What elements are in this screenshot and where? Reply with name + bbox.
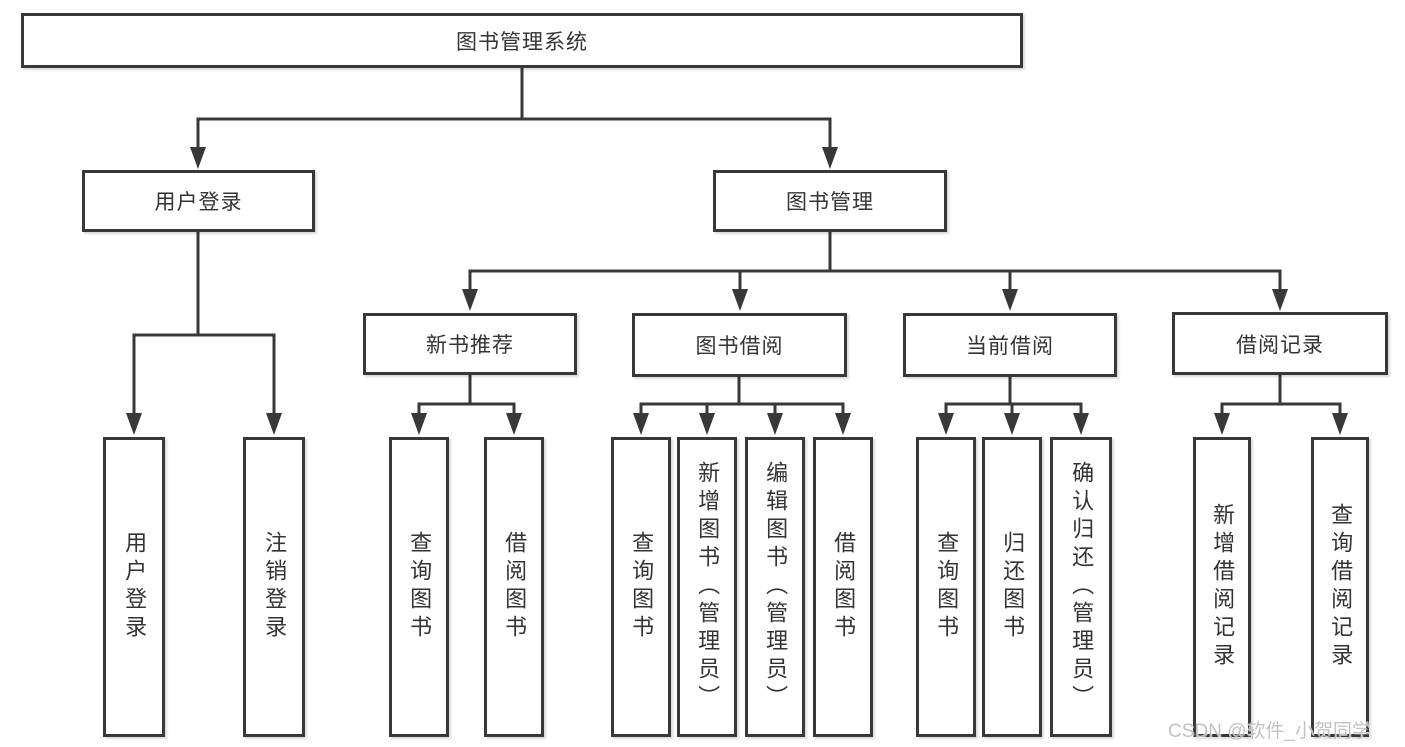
arrowhead (411, 413, 427, 435)
node-leaf-edit-books-admin: 编辑图书（管理员） (745, 437, 805, 737)
arrowhead (462, 289, 478, 311)
node-leaf-add-books-admin: 新增图书（管理员） (677, 437, 737, 737)
leaf-label: 查询图书 (407, 531, 433, 643)
arrowhead (938, 413, 954, 435)
node-current-borrowing: 当前借阅 (903, 313, 1117, 377)
arrowhead (190, 147, 206, 169)
leaf-label: 用户登录 (122, 531, 148, 643)
leaf-label: 注销登录 (262, 531, 288, 643)
node-leaf-confirm-return-admin: 确认归还（管理员） (1050, 437, 1112, 737)
leaf-label: 新增借阅记录 (1210, 503, 1236, 671)
node-borrowing-records: 借阅记录 (1172, 312, 1388, 375)
arrowhead (699, 413, 715, 435)
node-book-borrowing: 图书借阅 (632, 313, 847, 377)
arrowhead (822, 147, 838, 169)
arrowhead (835, 413, 851, 435)
arrowhead (1004, 413, 1020, 435)
leaf-label: 查询借阅记录 (1328, 503, 1354, 671)
node-leaf-return-books: 归还图书 (982, 437, 1042, 737)
node-leaf-query-borrow-record: 查询借阅记录 (1311, 437, 1369, 737)
node-leaf-logout: 注销登录 (243, 437, 305, 737)
node-book-management: 图书管理 (713, 170, 947, 232)
node-root: 图书管理系统 (21, 13, 1023, 68)
arrowhead (506, 413, 522, 435)
arrowhead (126, 413, 142, 435)
leaf-label: 查询图书 (629, 531, 655, 643)
node-leaf-user-login: 用户登录 (103, 437, 165, 737)
arrowhead (633, 413, 649, 435)
arrowhead (732, 289, 748, 311)
arrowhead (767, 413, 783, 435)
arrowhead (1214, 413, 1230, 435)
arrowhead (1002, 289, 1018, 311)
arrowhead (1073, 413, 1089, 435)
leaf-label: 新增图书（管理员） (695, 461, 721, 713)
node-leaf-borrow-books-recommend: 借阅图书 (484, 437, 544, 737)
leaf-label: 借阅图书 (831, 531, 857, 643)
node-leaf-query-books-borrowing: 查询图书 (611, 437, 671, 737)
leaf-label: 编辑图书（管理员） (763, 461, 789, 713)
node-leaf-borrow-books-borrowing: 借阅图书 (813, 437, 873, 737)
arrowhead (1272, 289, 1288, 311)
node-leaf-add-borrow-record: 新增借阅记录 (1193, 437, 1251, 737)
leaf-label: 归还图书 (1000, 531, 1026, 643)
leaf-label: 查询图书 (934, 531, 960, 643)
arrowhead (266, 413, 282, 435)
node-leaf-query-books-current: 查询图书 (916, 437, 976, 737)
leaf-label: 确认归还（管理员） (1069, 461, 1095, 713)
node-leaf-query-books-recommend: 查询图书 (389, 437, 449, 737)
arrowhead (1332, 413, 1348, 435)
watermark-text: CSDN @软件_小贺同学 (1168, 721, 1371, 742)
node-user-login: 用户登录 (82, 170, 315, 232)
leaf-label: 借阅图书 (502, 531, 528, 643)
node-new-book-recommendation: 新书推荐 (363, 313, 577, 375)
